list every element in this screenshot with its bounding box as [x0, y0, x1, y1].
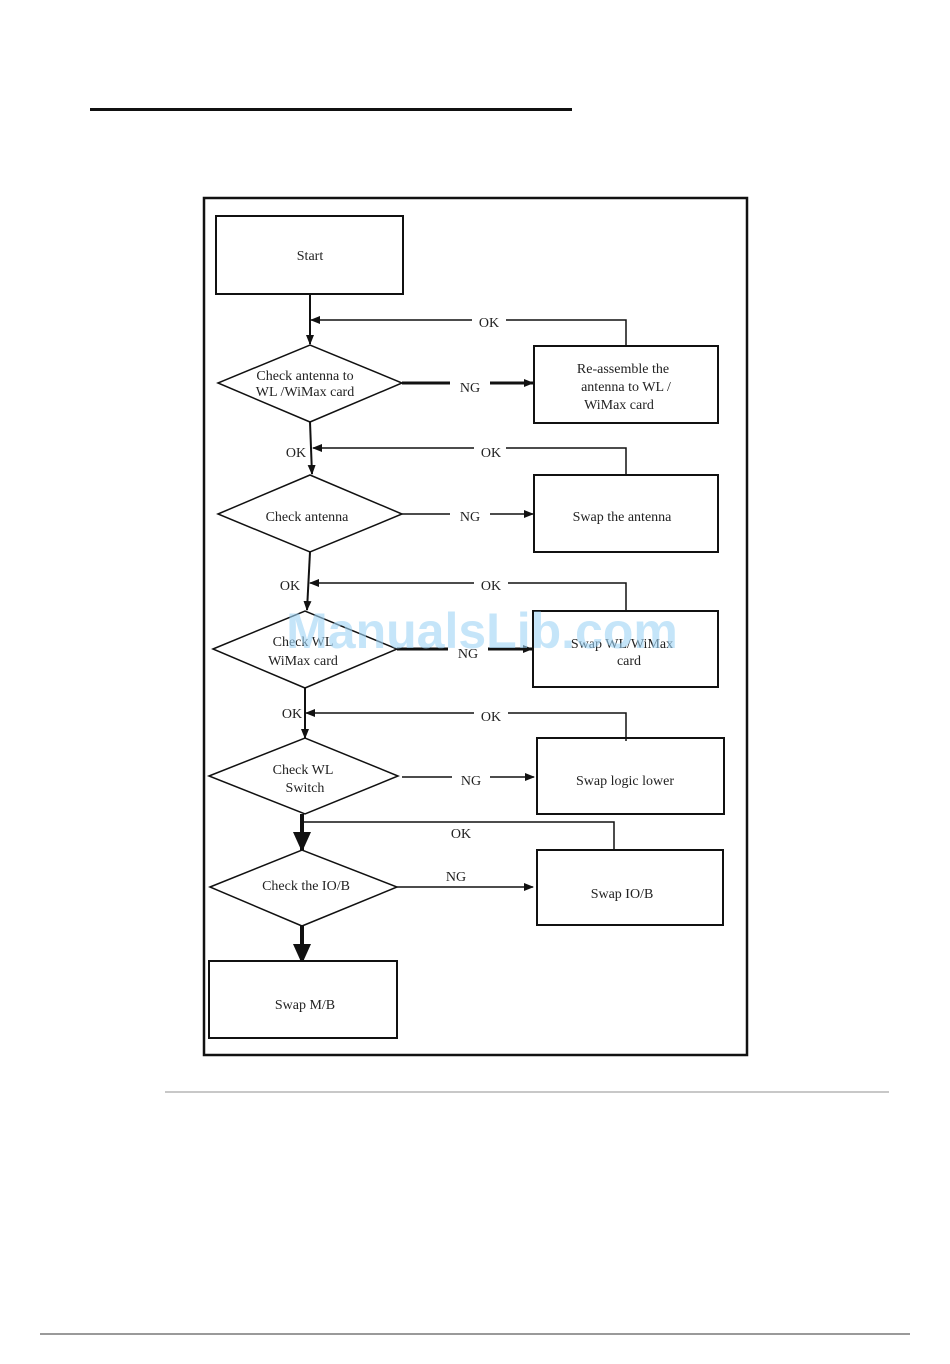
- ok-return-line: [508, 713, 626, 741]
- action-text: WiMax card: [584, 398, 654, 413]
- watermark: ManualsLib.com: [286, 603, 678, 659]
- decision-text: Check WL: [273, 763, 334, 778]
- ok-label: OK: [280, 579, 300, 594]
- flow-arrow: [310, 422, 312, 474]
- ok-label: OK: [286, 446, 306, 461]
- decision-text: Check antenna to: [256, 369, 353, 384]
- action-text: Re-assemble the: [577, 362, 669, 377]
- ok-label: OK: [481, 710, 501, 725]
- ok-label: OK: [282, 707, 302, 722]
- decision-text: Check the IO/B: [262, 879, 350, 894]
- action-text: Swap IO/B: [591, 887, 654, 902]
- decision-text: WL /WiMax card: [256, 385, 354, 400]
- decision-text: Switch: [286, 781, 325, 796]
- end-label: Swap M/B: [275, 998, 335, 1013]
- flow-arrow: [307, 552, 310, 610]
- ng-label: NG: [460, 510, 480, 525]
- ng-label: NG: [460, 381, 480, 396]
- ok-label: OK: [481, 446, 501, 461]
- ng-label: NG: [446, 870, 466, 885]
- action-text: Swap the antenna: [573, 510, 673, 525]
- ng-label: NG: [461, 774, 481, 789]
- decision-text: Check antenna: [266, 510, 350, 525]
- ok-return-line: [506, 320, 626, 346]
- ok-return-line: [506, 448, 626, 475]
- footer-rule: [40, 1333, 910, 1335]
- ok-label: OK: [479, 316, 499, 331]
- ok-label: OK: [451, 827, 471, 842]
- start-label: Start: [297, 249, 324, 264]
- action-text: antenna to WL /: [581, 380, 671, 395]
- ok-label: OK: [481, 579, 501, 594]
- action-text: Swap logic lower: [576, 774, 674, 789]
- section-rule: [165, 1091, 889, 1093]
